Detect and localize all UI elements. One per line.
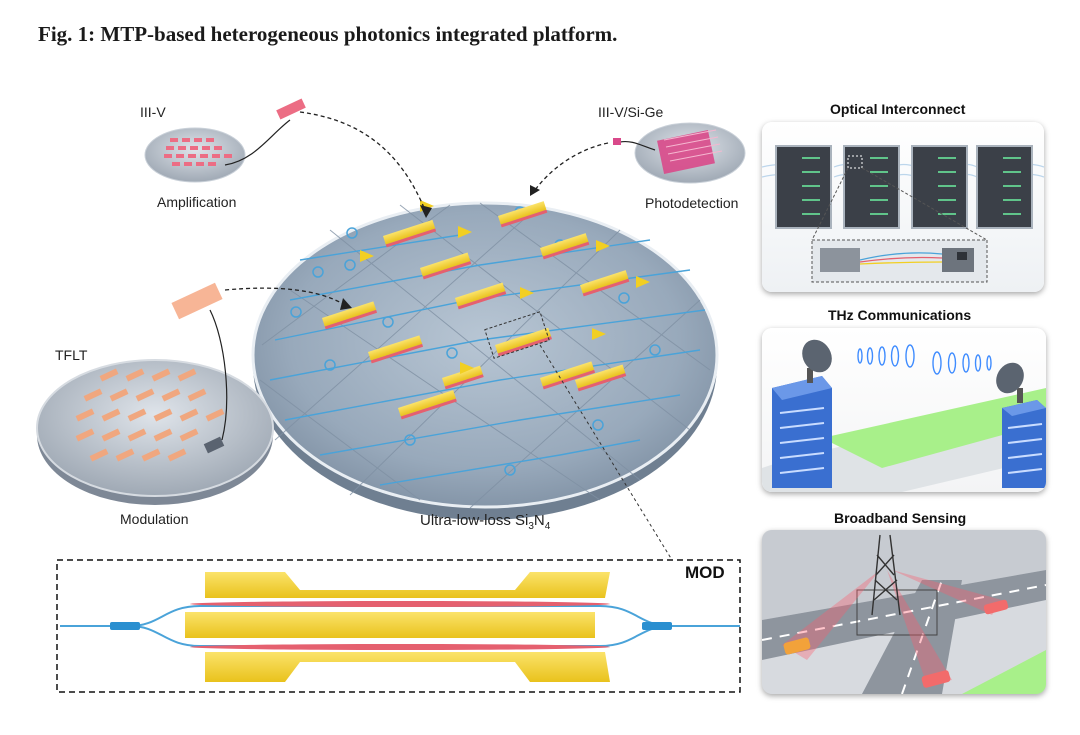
modulator-electrodes	[322, 201, 630, 420]
wafer-label-sub3: 3	[528, 521, 534, 532]
wafer-label-prefix: Ultra-low-loss Si	[420, 512, 529, 529]
tflt-label: TFLT	[55, 347, 88, 363]
iii-v-chip-wafer	[144, 98, 432, 218]
iii-v-si-ge-chip-wafer	[530, 122, 746, 196]
thz-communications-panel	[762, 328, 1046, 492]
server-rack-illustration	[762, 145, 1044, 283]
sensing-illustration	[762, 530, 1046, 694]
figure-title: Fig. 1: MTP-based heterogeneous photonic…	[38, 22, 618, 46]
photodetection-label: Photodetection	[645, 195, 739, 211]
modulation-label: Modulation	[120, 511, 189, 527]
tflt-chip-wafer	[36, 282, 352, 505]
platform-diagram	[36, 98, 746, 693]
iii-v-si-ge-label: III-V/Si-Ge	[598, 104, 664, 120]
optical-interconnect-title: Optical Interconnect	[830, 101, 966, 117]
thz-communications-title: THz Communications	[828, 307, 972, 323]
thz-link-illustration	[762, 339, 1046, 492]
optical-interconnect-panel	[762, 122, 1044, 292]
broadband-sensing-panel	[762, 530, 1046, 694]
mod-label: MOD	[685, 563, 725, 582]
broadband-sensing-title: Broadband Sensing	[834, 510, 967, 526]
iii-v-label: III-V	[140, 104, 166, 120]
mod-inset	[56, 559, 741, 693]
wafer-label-mid: N	[533, 512, 545, 529]
si3n4-wafer	[251, 200, 719, 520]
wafer-label: Ultra-low-loss Si3N4	[420, 512, 550, 532]
amplification-label: Amplification	[157, 194, 237, 210]
wafer-label-sub4: 4	[544, 521, 551, 532]
